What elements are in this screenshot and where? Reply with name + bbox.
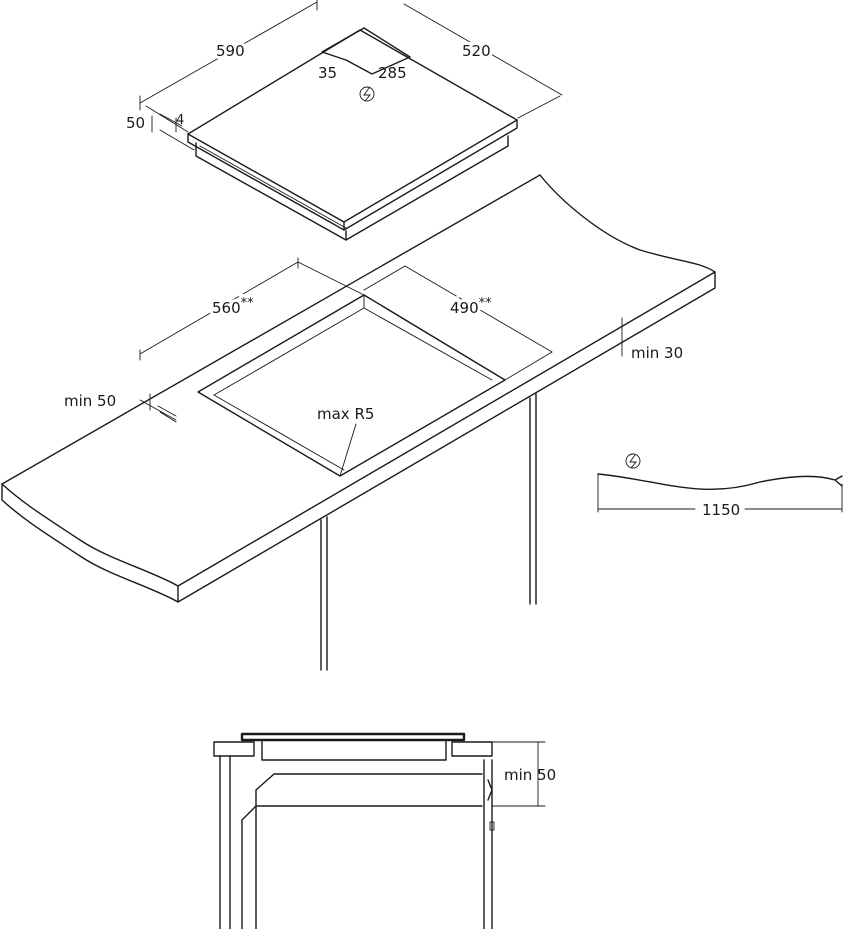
- hob-width-label: 590: [216, 42, 245, 60]
- hob-drawing: [139, 0, 563, 241]
- worktop-drawing: [1, 174, 716, 671]
- connection-depth-label: 285: [378, 64, 407, 82]
- front-gap-label: min 50: [64, 392, 116, 410]
- connection-offset-label: 35: [318, 64, 337, 82]
- back-gap-label: min 30: [631, 344, 683, 362]
- corner-radius-label: max R5: [317, 405, 374, 423]
- section-drawing: [213, 732, 546, 929]
- hob-height-label: 50: [126, 114, 145, 132]
- cutout-depth-label: 490**: [450, 296, 492, 317]
- hob-depth-label: 520: [462, 42, 491, 60]
- cable-length-label: 1150: [702, 501, 740, 519]
- section-clearance-label: min 50: [504, 766, 556, 784]
- cable-drawing: [597, 473, 843, 513]
- power-connection-icon: [359, 86, 375, 102]
- power-connection-icon: [625, 453, 641, 469]
- cutout-width-label: 560**: [212, 296, 254, 317]
- hob-rim-label: 4: [176, 113, 184, 128]
